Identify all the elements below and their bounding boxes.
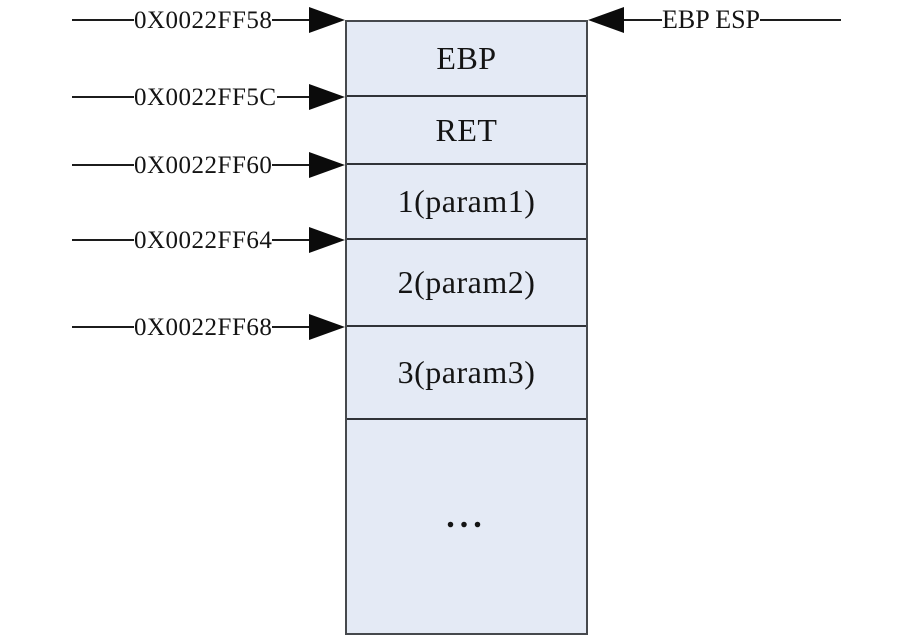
address-row: 0X0022FF68 [72, 312, 345, 342]
address-row: 0X0022FF5C [72, 82, 345, 112]
leader-line [72, 164, 134, 166]
stack-cell-label: EBP [436, 40, 497, 76]
leader-line [72, 19, 134, 21]
leader-line [72, 239, 134, 241]
address-label: 0X0022FF68 [134, 313, 273, 341]
leader-line [272, 326, 309, 328]
address-label: 0X0022FF5C [134, 83, 277, 111]
leader-line [272, 19, 309, 21]
leader-line [276, 96, 309, 98]
stack-cell-param1: 1(param1) [347, 165, 586, 240]
stack-cell-label: ... [446, 497, 487, 535]
stack-cell-param2: 2(param2) [347, 240, 586, 327]
stack-cell-label: 1(param1) [397, 183, 536, 219]
register-pointer-label: EBP ESP [662, 5, 761, 34]
address-row: 0X0022FF64 [72, 225, 345, 255]
leader-line [272, 164, 309, 166]
stack-box: EBP RET 1(param1) 2(param2) 3(param3) ..… [345, 20, 588, 635]
arrow-right-icon [309, 314, 345, 340]
address-row: 0X0022FF60 [72, 150, 345, 180]
stack-cell-label: 3(param3) [397, 354, 536, 390]
arrow-right-icon [309, 227, 345, 253]
stack-cell-label: RET [435, 111, 498, 148]
stack-cell-ret: RET [347, 97, 586, 165]
address-label: 0X0022FF58 [134, 6, 273, 34]
address-row: 0X0022FF58 [72, 5, 345, 35]
leader-line [624, 19, 662, 21]
stack-cell-label: 2(param2) [397, 264, 536, 300]
address-label: 0X0022FF64 [134, 226, 273, 254]
leader-line [272, 239, 309, 241]
arrow-right-icon [309, 152, 345, 178]
leader-line [72, 326, 134, 328]
register-pointer-row: EBP ESP [588, 5, 841, 35]
leader-line [72, 96, 134, 98]
stack-cell-ellipsis: ... [347, 420, 586, 633]
leader-line [760, 19, 841, 21]
arrow-right-icon [309, 7, 345, 33]
stack-cell-ebp: EBP [347, 22, 586, 97]
address-label: 0X0022FF60 [134, 151, 273, 179]
arrow-right-icon [309, 84, 345, 110]
stack-cell-param3: 3(param3) [347, 327, 586, 420]
arrow-left-icon [588, 7, 624, 33]
